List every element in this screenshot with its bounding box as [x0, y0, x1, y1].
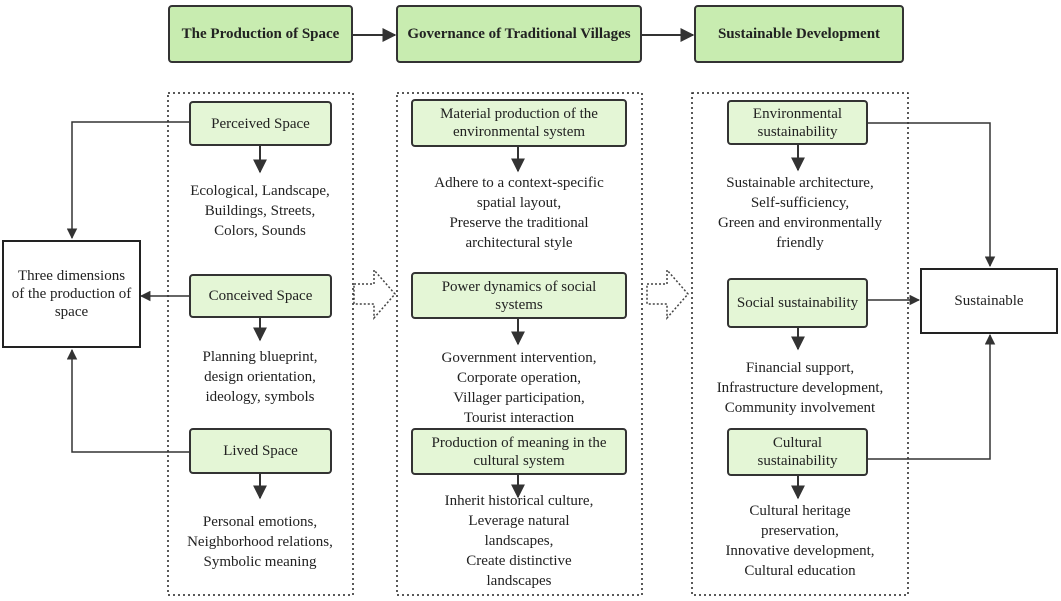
lived-space-title: Lived Space: [223, 443, 298, 459]
power-dynamics-title: Power dynamics of social systems: [441, 278, 597, 313]
header-governance-label: Governance of Traditional Villages: [407, 26, 631, 42]
connector-perceived-left: [66, 121, 189, 240]
column1-frame: [167, 92, 354, 596]
perceived-space-description: Ecological, Landscape, Buildings, Street…: [190, 183, 330, 239]
environmental-sustainability-title: Environmental sustainability: [752, 105, 843, 140]
power-dynamics-node: Power dynamics of social systems: [411, 272, 627, 319]
sustainable-label: Sustainable: [954, 293, 1024, 309]
connector-lived-left: [66, 348, 189, 453]
cultural-sustainability-title: Cultural sustainability: [757, 435, 838, 469]
sustainable-box: Sustainable: [920, 268, 1058, 334]
social-sustainability-node: Social sustainability: [727, 278, 868, 328]
header-production-of-space-label: The Production of Space: [181, 26, 340, 42]
block-arrow-1: [353, 268, 396, 320]
lived-space-description: Personal emotions, Neighborhood relation…: [187, 514, 333, 570]
lived-space-node: Lived Space: [189, 428, 332, 474]
power-dynamics-description: Government intervention, Corporate opera…: [441, 350, 597, 426]
column3-frame: [691, 92, 909, 596]
header-sustainable-development-label: Sustainable Development: [717, 26, 881, 42]
cultural-sustainability-description: Cultural heritage preservation, Innovati…: [725, 503, 875, 579]
material-production-description: Adhere to a context-specific spatial lay…: [434, 175, 604, 251]
three-dimensions-box: Three dimensions of the production of sp…: [2, 240, 141, 348]
column2-frame: [396, 92, 643, 596]
social-sustainability-description: Financial support, Infrastructure develo…: [716, 360, 884, 416]
conceived-space-node: Conceived Space: [189, 274, 332, 318]
header-production-of-space: The Production of Space: [168, 5, 353, 63]
connector-environmental-right: [868, 122, 996, 268]
perceived-space-node: Perceived Space: [189, 101, 332, 146]
meaning-production-description: Inherit historical culture, Leverage nat…: [444, 493, 594, 589]
conceived-space-description: Planning blueprint, design orientation, …: [202, 349, 318, 405]
header-sustainable-development: Sustainable Development: [694, 5, 904, 63]
material-production-node: Material production of the environmental…: [411, 99, 627, 147]
block-arrow-2: [646, 268, 689, 320]
header-governance: Governance of Traditional Villages: [396, 5, 642, 63]
environmental-sustainability-description: Sustainable architecture, Self-sufficien…: [717, 175, 883, 251]
conceived-space-title: Conceived Space: [208, 288, 313, 304]
three-dimensions-label: Three dimensions of the production of sp…: [11, 268, 132, 320]
meaning-production-node: Production of meaning in the cultural sy…: [411, 428, 627, 475]
connector-cultural-right: [868, 333, 996, 460]
perceived-space-title: Perceived Space: [211, 115, 310, 132]
social-sustainability-title: Social sustainability: [736, 295, 859, 311]
environmental-sustainability-node: Environmental sustainability: [727, 100, 868, 145]
cultural-sustainability-node: Cultural sustainability: [727, 428, 868, 476]
material-production-title: Material production of the environmental…: [440, 106, 598, 140]
meaning-production-title: Production of meaning in the cultural sy…: [431, 434, 607, 469]
